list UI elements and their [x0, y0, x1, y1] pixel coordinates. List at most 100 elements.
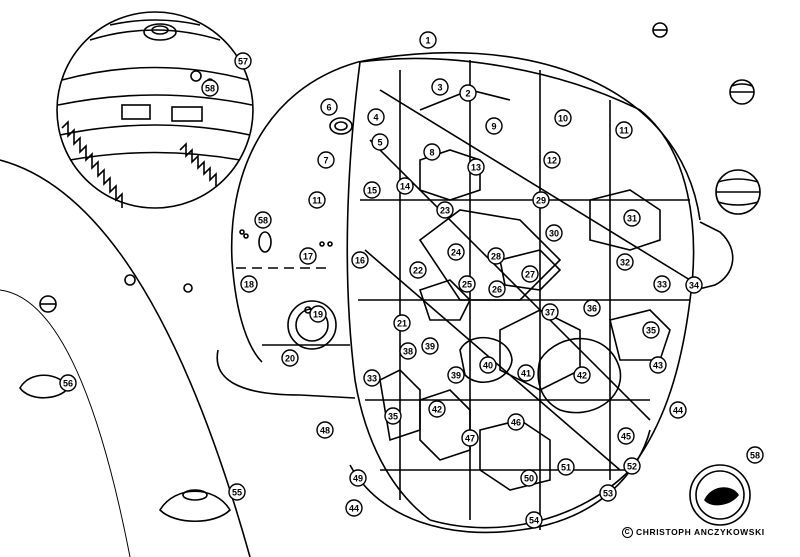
callout-number: 37: [545, 308, 555, 318]
callout-43: 43: [649, 356, 667, 374]
callout-number: 41: [521, 369, 531, 379]
callout-number: 20: [285, 354, 295, 364]
callout-number: 47: [465, 434, 475, 444]
callout-number: 42: [432, 405, 442, 415]
callout-number: 12: [547, 156, 557, 166]
planet-horizon-outer: [0, 159, 251, 557]
callout-circle: [351, 251, 369, 269]
callout-57: 57: [234, 52, 252, 70]
callout-circle: [573, 366, 591, 384]
callout-number: 53: [603, 489, 613, 499]
callout-number: 44: [349, 504, 359, 514]
callout-33-repeat: 33: [363, 369, 381, 387]
callout-circle: [520, 469, 538, 487]
callout-circle: [436, 201, 454, 219]
callout-number: 16: [355, 256, 365, 266]
callout-circle: [399, 342, 417, 360]
callout-14: 14: [396, 177, 414, 195]
callout-circle: [396, 177, 414, 195]
callout-41: 41: [517, 364, 535, 382]
callout-25: 25: [458, 275, 476, 293]
callout-circle: [393, 314, 411, 332]
callout-16: 16: [351, 251, 369, 269]
main-station-sphere: [216, 51, 734, 534]
callout-number: 42: [577, 371, 587, 381]
callout-number: 21: [397, 319, 407, 329]
callout-circle: [317, 151, 335, 169]
callout-number: 35: [646, 326, 656, 336]
callout-number: 55: [232, 488, 242, 498]
callout-55: 55: [228, 483, 246, 501]
callout-11-repeat: 11: [308, 191, 326, 209]
callout-circle: [409, 261, 427, 279]
callout-30: 30: [545, 224, 563, 242]
credit-text: CHRISTOPH ANCZYKOWSKI: [636, 527, 765, 537]
callout-number: 44: [673, 406, 683, 416]
callout-34: 34: [685, 276, 703, 294]
callout-40: 40: [479, 356, 497, 374]
callout-number: 40: [483, 361, 493, 371]
callout-circle: [541, 303, 559, 321]
planet-horizon-inner: [0, 289, 131, 557]
callout-number: 39: [451, 371, 461, 381]
callout-58: 58: [746, 446, 764, 464]
callout-number: 46: [511, 418, 521, 428]
callout-22: 22: [409, 261, 427, 279]
callout-circle: [59, 374, 77, 392]
callout-58-repeat: 58: [201, 79, 219, 97]
callout-44-repeat: 44: [345, 499, 363, 517]
callout-circle: [299, 247, 317, 265]
artist-logo: [689, 464, 751, 526]
callout-number: 33: [367, 374, 377, 384]
callout-number: 34: [689, 281, 699, 291]
callout-number: 13: [471, 163, 481, 173]
callout-29: 29: [532, 191, 550, 209]
callout-circle: [507, 413, 525, 431]
callout-20: 20: [281, 349, 299, 367]
callout-12: 12: [543, 151, 561, 169]
callout-number: 56: [63, 379, 73, 389]
callout-number: 54: [529, 516, 539, 526]
callout-35-repeat: 35: [384, 407, 402, 425]
callout-35: 35: [642, 321, 660, 339]
callout-number: 11: [619, 126, 629, 136]
callout-6: 6: [320, 98, 338, 116]
callout-42: 42: [573, 366, 591, 384]
callout-number: 28: [491, 252, 501, 262]
callout-circle: [458, 275, 476, 293]
callout-number: 8: [429, 148, 434, 158]
callout-number: 2: [465, 89, 470, 99]
callout-number: 49: [353, 474, 363, 484]
callout-number: 19: [313, 310, 323, 320]
callout-33: 33: [653, 275, 671, 293]
callout-circle: [653, 275, 671, 293]
callout-number: 5: [377, 138, 382, 148]
callout-52: 52: [623, 457, 641, 475]
callout-number: 51: [561, 463, 571, 473]
callout-9: 9: [485, 117, 503, 135]
callout-number: 35: [388, 412, 398, 422]
callout-11: 11: [615, 121, 633, 139]
callout-circle: [308, 191, 326, 209]
callout-circle: [615, 121, 633, 139]
callout-42-repeat: 42: [428, 400, 446, 418]
callout-49: 49: [349, 469, 367, 487]
callout-number: 58: [258, 216, 268, 226]
callout-48: 48: [316, 421, 334, 439]
callout-circle: [428, 400, 446, 418]
callout-circle: [479, 356, 497, 374]
callout-46: 46: [507, 413, 525, 431]
callout-19: 19: [309, 305, 327, 323]
small-satellites: [19, 22, 761, 523]
callout-number: 17: [303, 252, 313, 262]
callout-circle: [488, 280, 506, 298]
callout-number: 33: [657, 280, 667, 290]
callout-3: 3: [431, 78, 449, 96]
callout-circle: [254, 211, 272, 229]
callout-38: 38: [399, 342, 417, 360]
callout-number: 52: [627, 462, 637, 472]
callout-circle: [423, 143, 441, 161]
callout-circle: [234, 52, 252, 70]
callout-23: 23: [436, 201, 454, 219]
